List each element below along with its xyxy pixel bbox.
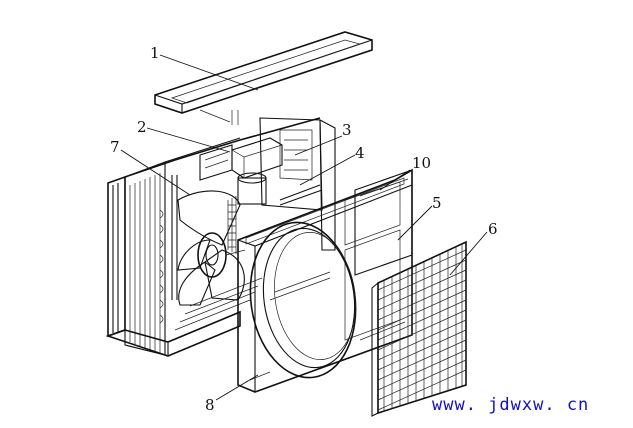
coil-fins xyxy=(129,173,164,353)
watermark-text: www. jdwxw. cn xyxy=(432,395,590,415)
callout-5: 5 xyxy=(432,194,442,212)
callout-labels: 1 2 3 4 10 5 6 7 8 xyxy=(110,44,498,414)
protective-grille xyxy=(371,240,467,417)
callout-6: 6 xyxy=(488,220,498,238)
callout-8: 8 xyxy=(205,396,215,414)
callout-10: 10 xyxy=(412,154,431,172)
grille-mesh xyxy=(377,244,467,411)
callout-7: 7 xyxy=(110,138,120,156)
leader-lines xyxy=(120,54,488,401)
motor-bracket-teeth xyxy=(227,196,237,254)
callout-1: 1 xyxy=(150,44,160,62)
top-cover xyxy=(154,31,373,125)
front-panel xyxy=(237,168,413,393)
callout-4: 4 xyxy=(355,144,365,162)
callout-2: 2 xyxy=(137,118,147,136)
callout-3: 3 xyxy=(342,121,352,139)
electrical-box xyxy=(199,117,336,251)
fan-assembly xyxy=(171,175,246,306)
